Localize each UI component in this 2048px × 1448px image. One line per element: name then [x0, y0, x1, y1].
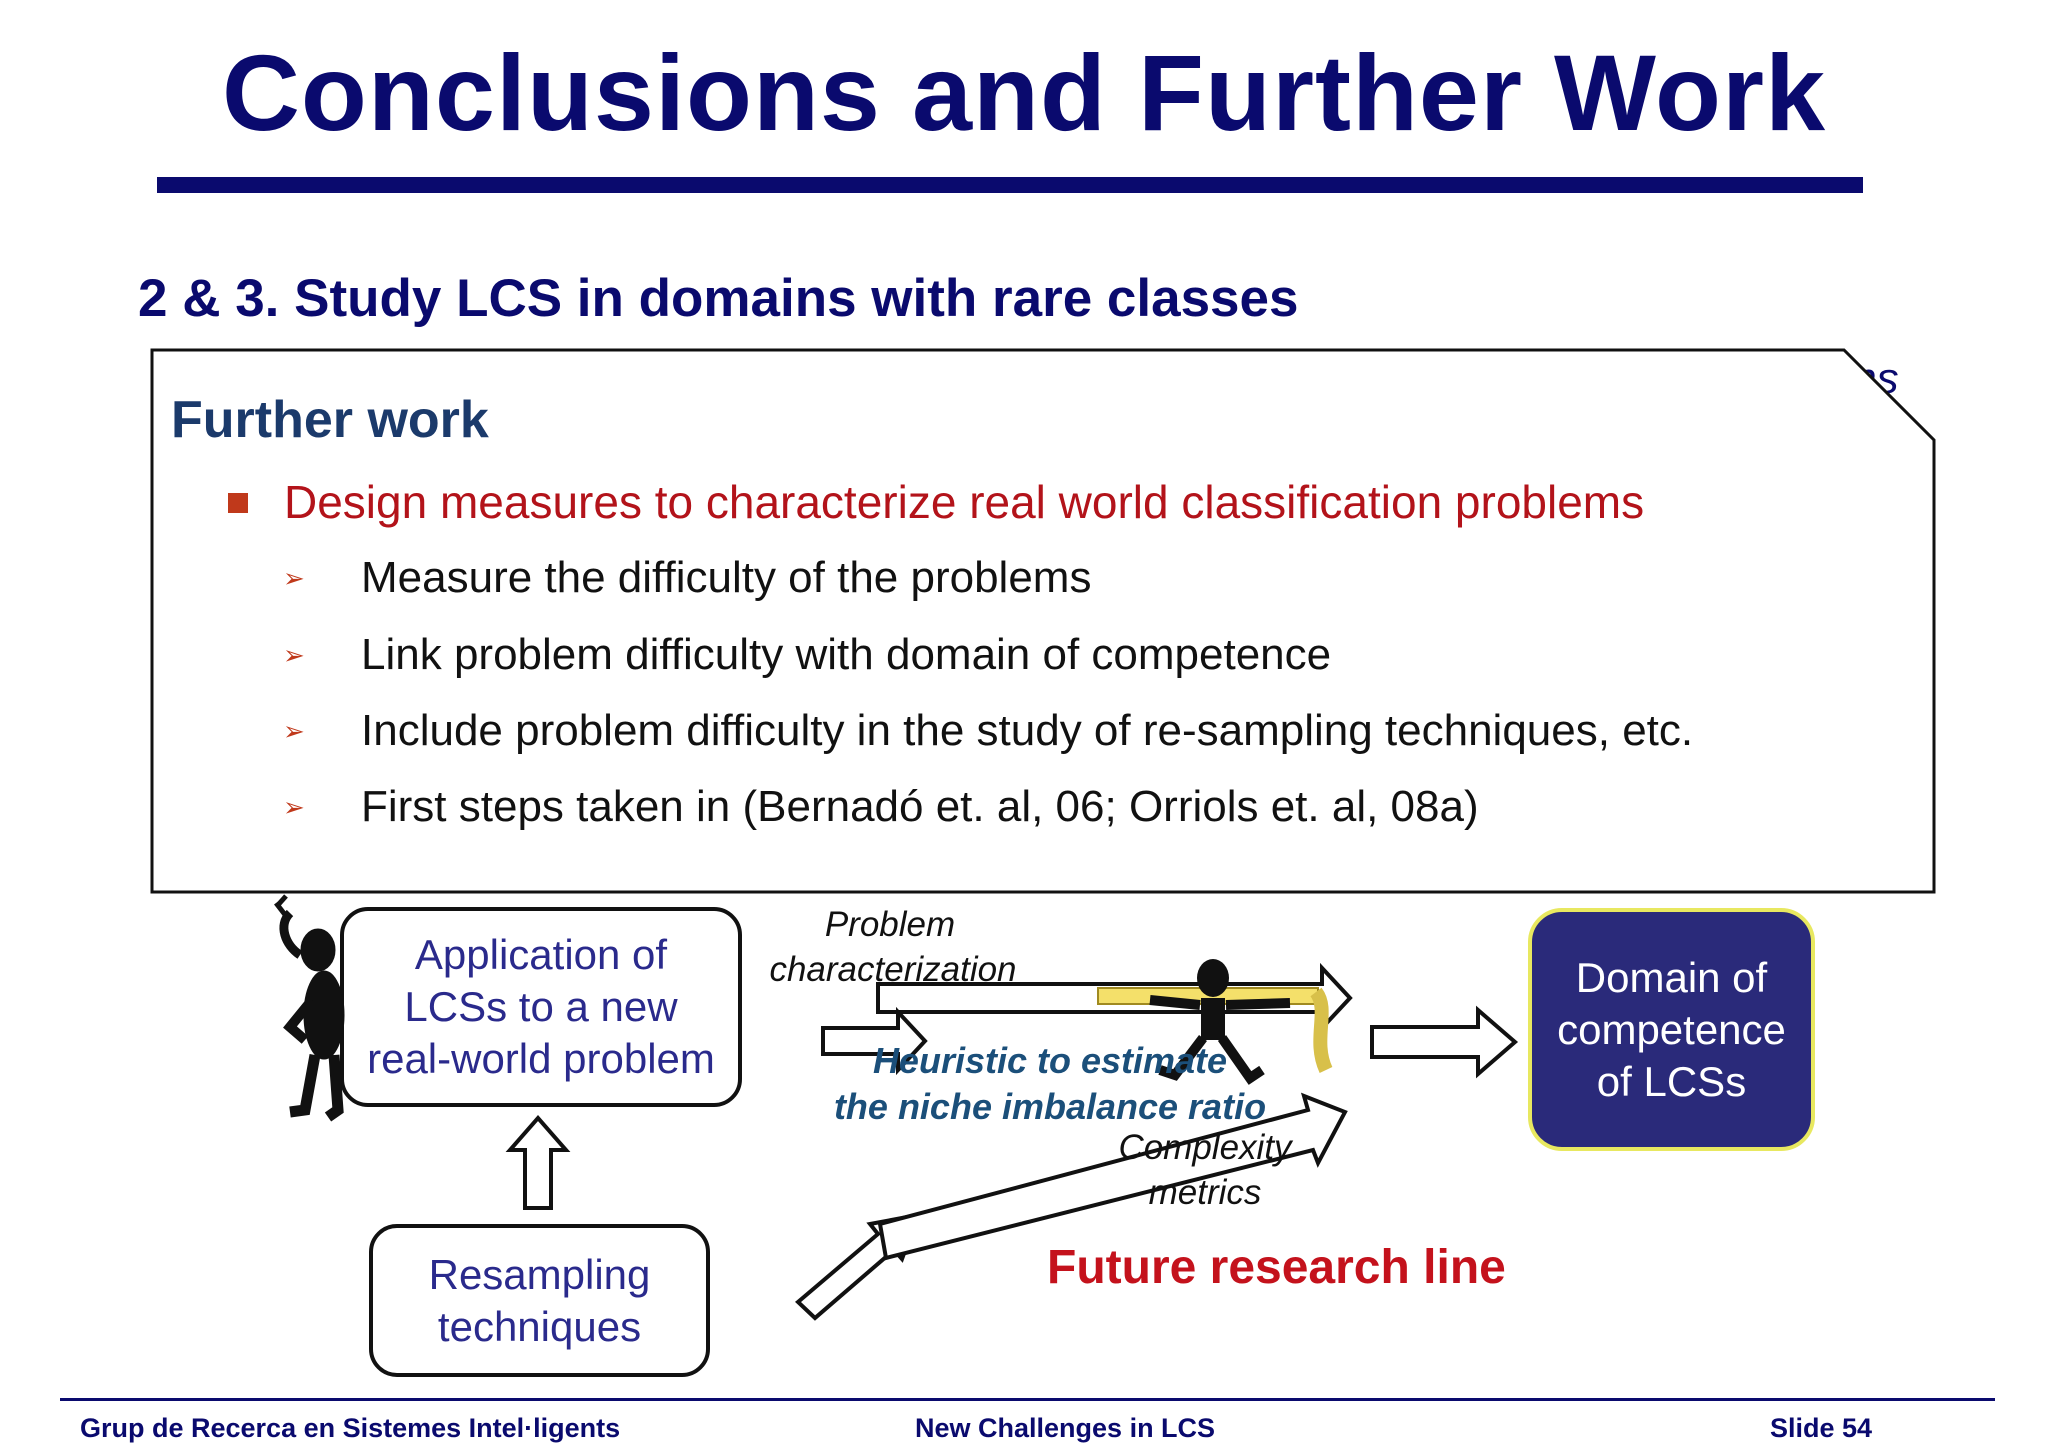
resampling-line: techniques: [437, 1302, 642, 1350]
slide-title: Conclusions and Further Work: [221, 32, 1827, 153]
footer-presentation-title: New Challenges in LCS: [915, 1413, 1216, 1443]
future-research-line: Future research line: [1047, 1241, 1506, 1294]
complexity-label: Complexity: [1118, 1128, 1292, 1167]
further-work-heading: Further work: [171, 391, 489, 449]
arrow-bullet-icon: ➢: [283, 563, 305, 593]
resampling-line: Resampling: [428, 1250, 651, 1298]
sub-bullet: First steps taken in (Bernadó et. al, 06…: [361, 782, 1479, 831]
resampling-box: Resampling techniques: [369, 1224, 710, 1377]
title-divider: [157, 177, 1863, 193]
application-line: real-world problem: [367, 1035, 715, 1082]
domain-arrow: [1370, 1005, 1519, 1079]
domain-line: of LCSs: [1596, 1057, 1747, 1105]
problem-label-line2: characterization: [769, 950, 1017, 989]
problem-label: Problem: [824, 905, 956, 944]
domain-line: competence: [1557, 1005, 1786, 1053]
up-arrow: [505, 1114, 571, 1210]
thinking-person-icon: [274, 894, 345, 1122]
sub-bullet: Link problem difficulty with domain of c…: [361, 630, 1332, 679]
application-line: Application of: [414, 931, 668, 978]
heuristic-label: Heuristic to estimate the niche imbalanc…: [833, 1040, 1267, 1127]
measuring-person-icon: [1097, 959, 1333, 1085]
section-heading: 2 & 3. Study LCS in domains with rare cl…: [138, 269, 1299, 328]
domain-line: Domain of: [1575, 953, 1768, 1001]
application-line: LCSs to a new: [404, 983, 678, 1030]
arrow-bullet-icon: ➢: [283, 716, 305, 746]
footer-slide-number: Slide 54: [1770, 1413, 1873, 1443]
footer-group-name: Grup de Recerca en Sistemes Intel·ligent…: [80, 1413, 621, 1443]
application-box: Application of LCSs to a new real-world …: [340, 907, 742, 1107]
domain-competence-box: Domain of competence of LCSs: [1528, 908, 1815, 1151]
footer-divider: [60, 1398, 1995, 1401]
main-bullet: Design measures to characterize real wor…: [284, 476, 1645, 528]
complexity-arrow: [877, 1092, 1348, 1261]
arrow-bullet-icon: ➢: [283, 640, 305, 670]
complexity-label-line2: metrics: [1148, 1173, 1262, 1212]
heuristic-arrow: [821, 1006, 928, 1076]
sub-bullet: Measure the difficulty of the problems: [361, 553, 1092, 602]
square-bullet-icon: [228, 493, 248, 513]
sub-bullet: Include problem difficulty in the study …: [361, 706, 1694, 755]
callout-box: [150, 348, 1936, 894]
arrow-bullet-icon: ➢: [283, 792, 305, 822]
